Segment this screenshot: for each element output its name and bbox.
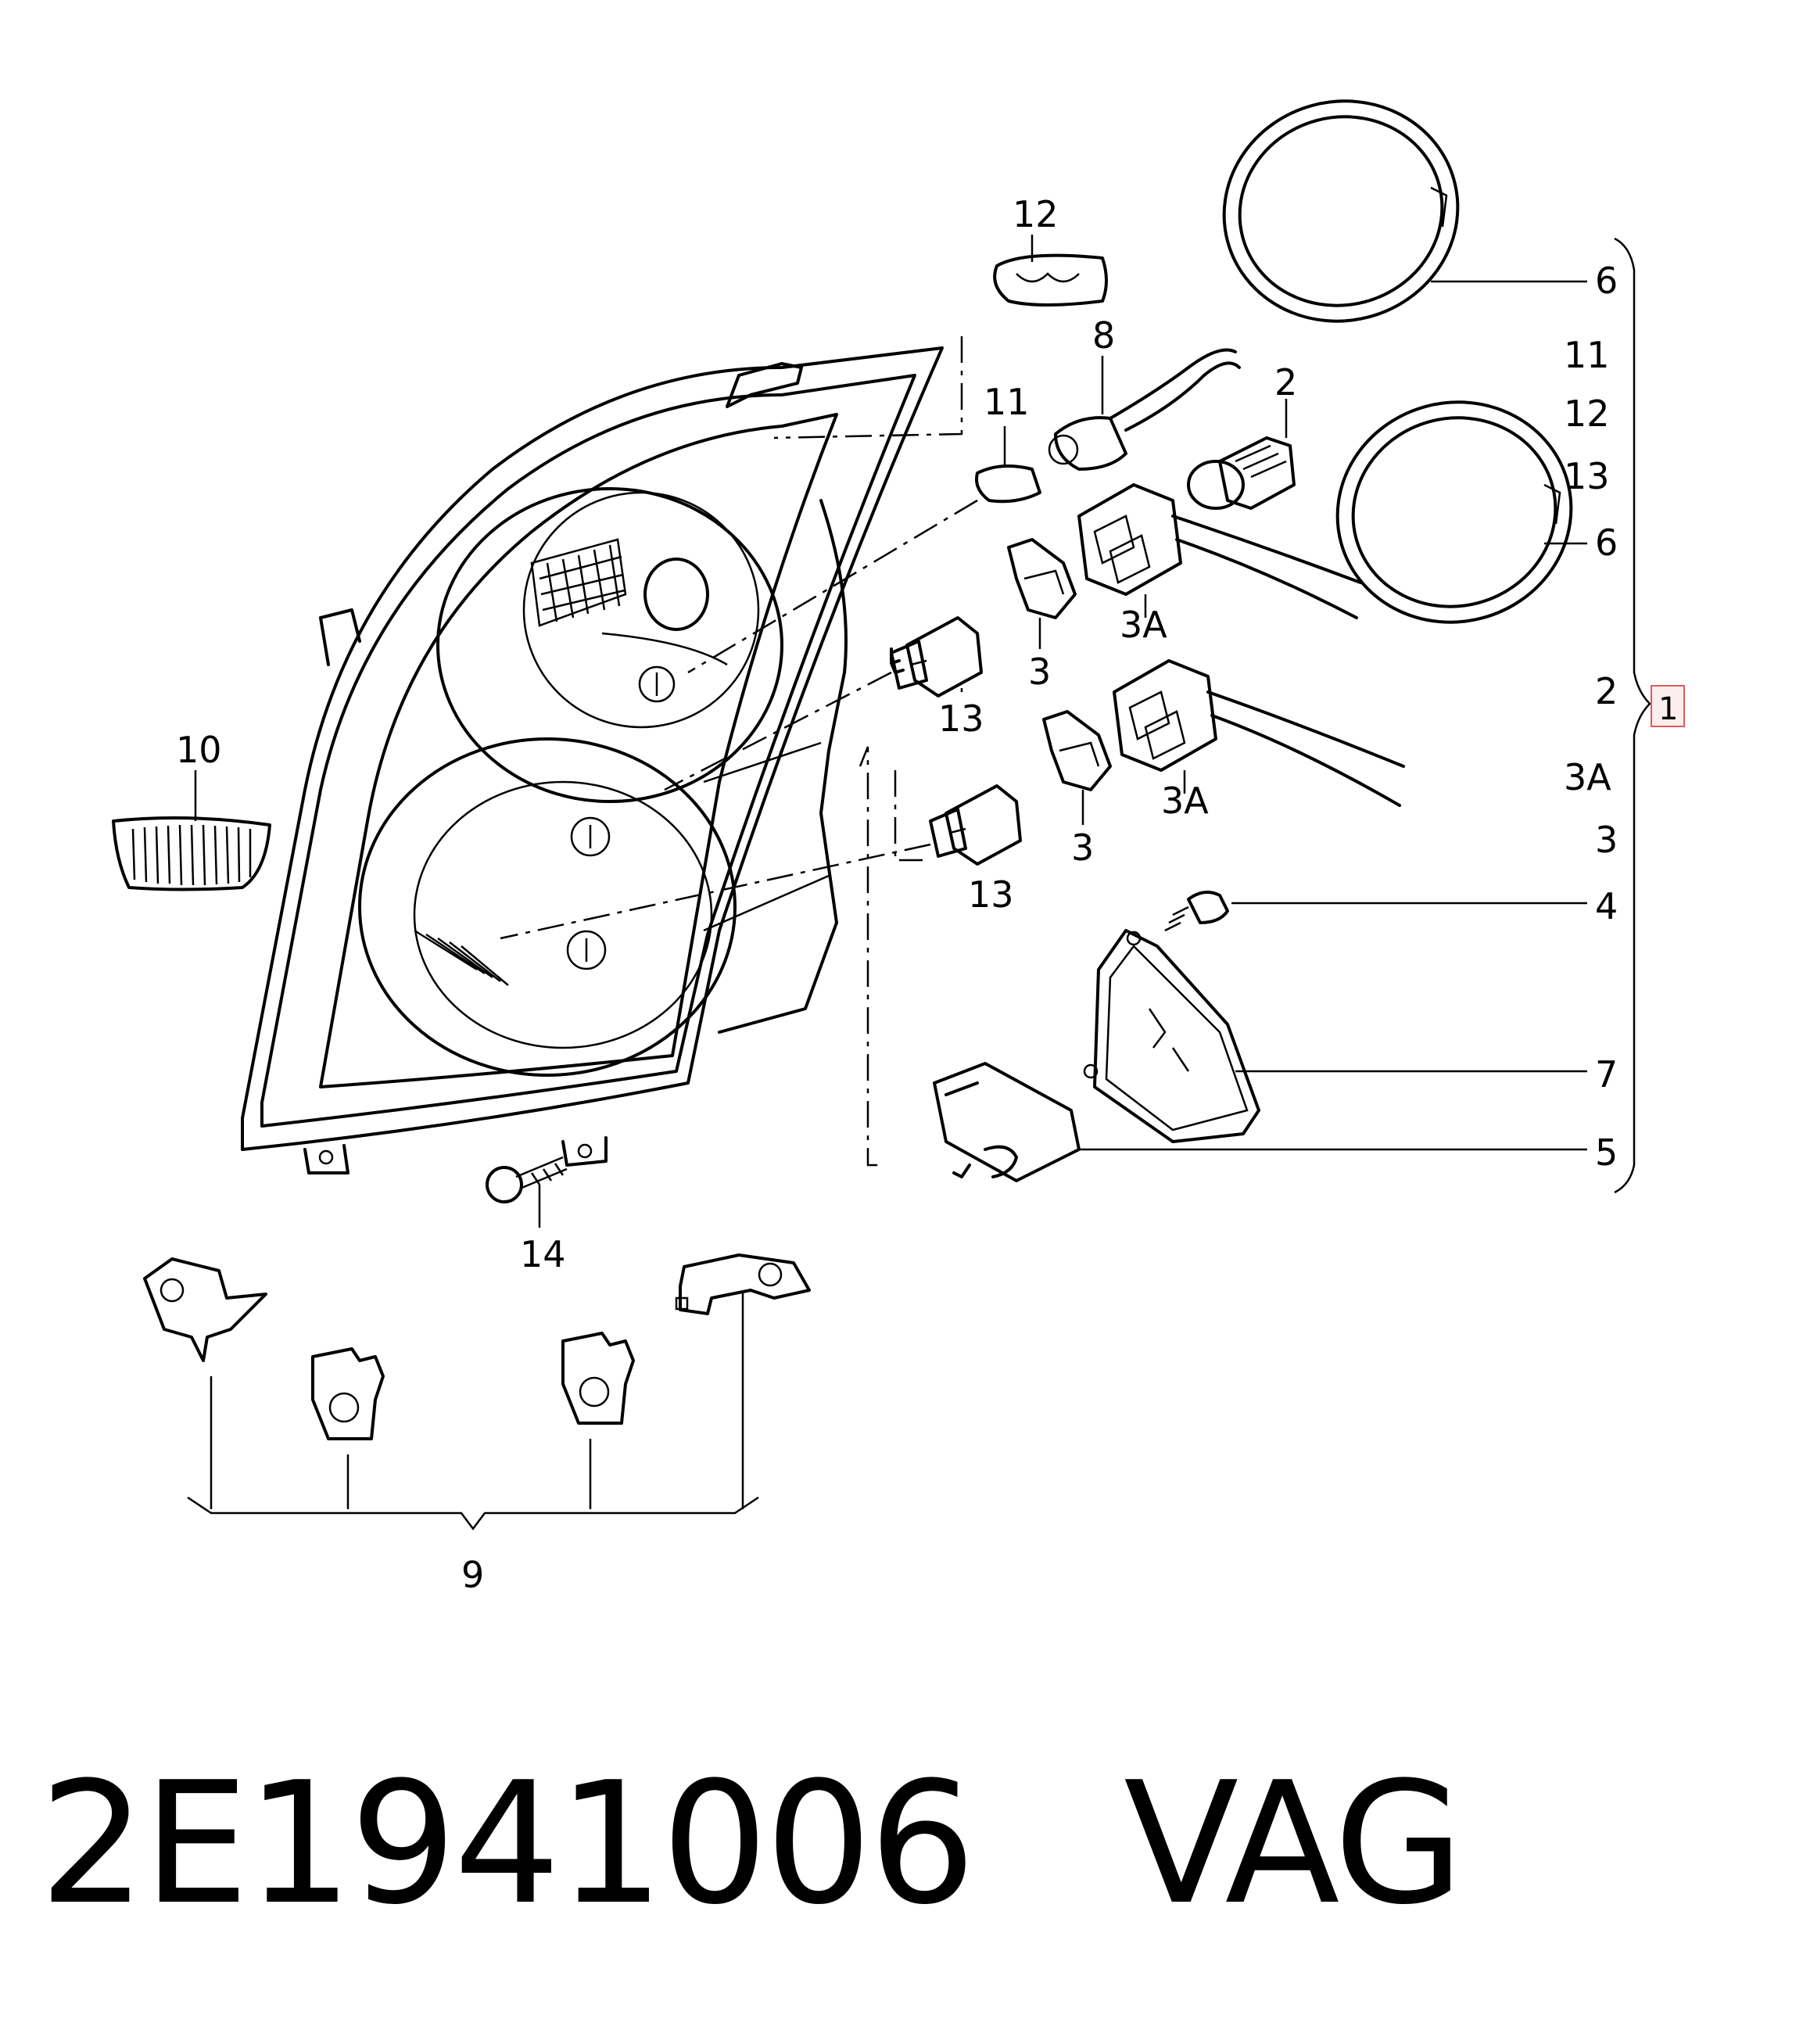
label-right-7: 7 [1595, 1053, 1618, 1096]
part-number: 2E1941006 [39, 1745, 976, 1942]
label-right-1: 1 [1658, 691, 1678, 727]
label-3-lower: 3 [1071, 827, 1094, 869]
assembly-brace [1614, 237, 1651, 1194]
dash-to-motor [858, 746, 884, 1167]
part-11-small-bulb [687, 426, 1041, 674]
item-1-highlight-box [1651, 685, 1685, 727]
label-9: 9 [461, 1554, 484, 1596]
part-7-cover-plate [1083, 929, 1587, 1143]
label-8: 8 [1092, 314, 1115, 357]
label-13-upper: 13 [938, 697, 984, 740]
label-right-4: 4 [1595, 885, 1618, 927]
part-10-side-reflector [112, 770, 271, 891]
label-right-12: 12 [1564, 393, 1610, 435]
label-right-13: 13 [1564, 455, 1610, 497]
upper-reflector-mesh [530, 538, 627, 627]
headlamp-housing [241, 346, 944, 1174]
label-3a-upper: 3A [1120, 604, 1167, 646]
part-3a-connector-lower [1113, 659, 1405, 807]
part-6-cap-upper [1222, 99, 1587, 323]
label-right-11: 11 [1564, 334, 1610, 376]
part-5-leveling-motor [933, 1062, 1587, 1182]
label-3a-lower: 3A [1161, 780, 1209, 822]
part-13-h7-bulb-upper [664, 616, 983, 791]
part-14-screw [486, 1156, 568, 1228]
label-right-6b: 6 [1595, 522, 1618, 564]
part-9-bracket-set [143, 1253, 811, 1531]
part-3-clip-lower [1042, 710, 1112, 825]
part-6-cap-lower [1335, 400, 1587, 624]
label-right-2: 2 [1595, 670, 1618, 712]
label-10: 10 [176, 729, 222, 771]
part-number-footer: 2E1941006 VAG [39, 1759, 1464, 1927]
part-2-lamp-socket [1187, 399, 1296, 510]
part-12-wedge-bulb [773, 235, 1108, 439]
dash-to-lower-bulb [894, 770, 923, 862]
label-right-6a: 6 [1595, 260, 1618, 302]
part-4-screw [1164, 891, 1587, 932]
label-right-3: 3 [1595, 819, 1618, 861]
part-3-clip-upper [1007, 538, 1077, 649]
part-8-bulb-socket [1048, 348, 1241, 471]
callout-labels: 12 8 2 11 10 3A 3 13 3A 3 13 14 9 6 11 1… [176, 193, 1678, 1596]
label-13-lower: 13 [968, 873, 1014, 916]
part-13-h7-bulb-lower [500, 784, 1022, 940]
brand-name: VAG [1124, 1745, 1464, 1942]
part-3a-connector-upper [1077, 483, 1362, 619]
label-3-upper: 3 [1028, 651, 1051, 693]
label-right-3a: 3A [1564, 756, 1611, 798]
label-14: 14 [520, 1233, 566, 1275]
label-12: 12 [1013, 193, 1059, 235]
label-right-5: 5 [1595, 1131, 1618, 1174]
label-11: 11 [984, 381, 1030, 423]
lower-reflector-mesh [414, 929, 509, 986]
label-2: 2 [1274, 361, 1297, 403]
